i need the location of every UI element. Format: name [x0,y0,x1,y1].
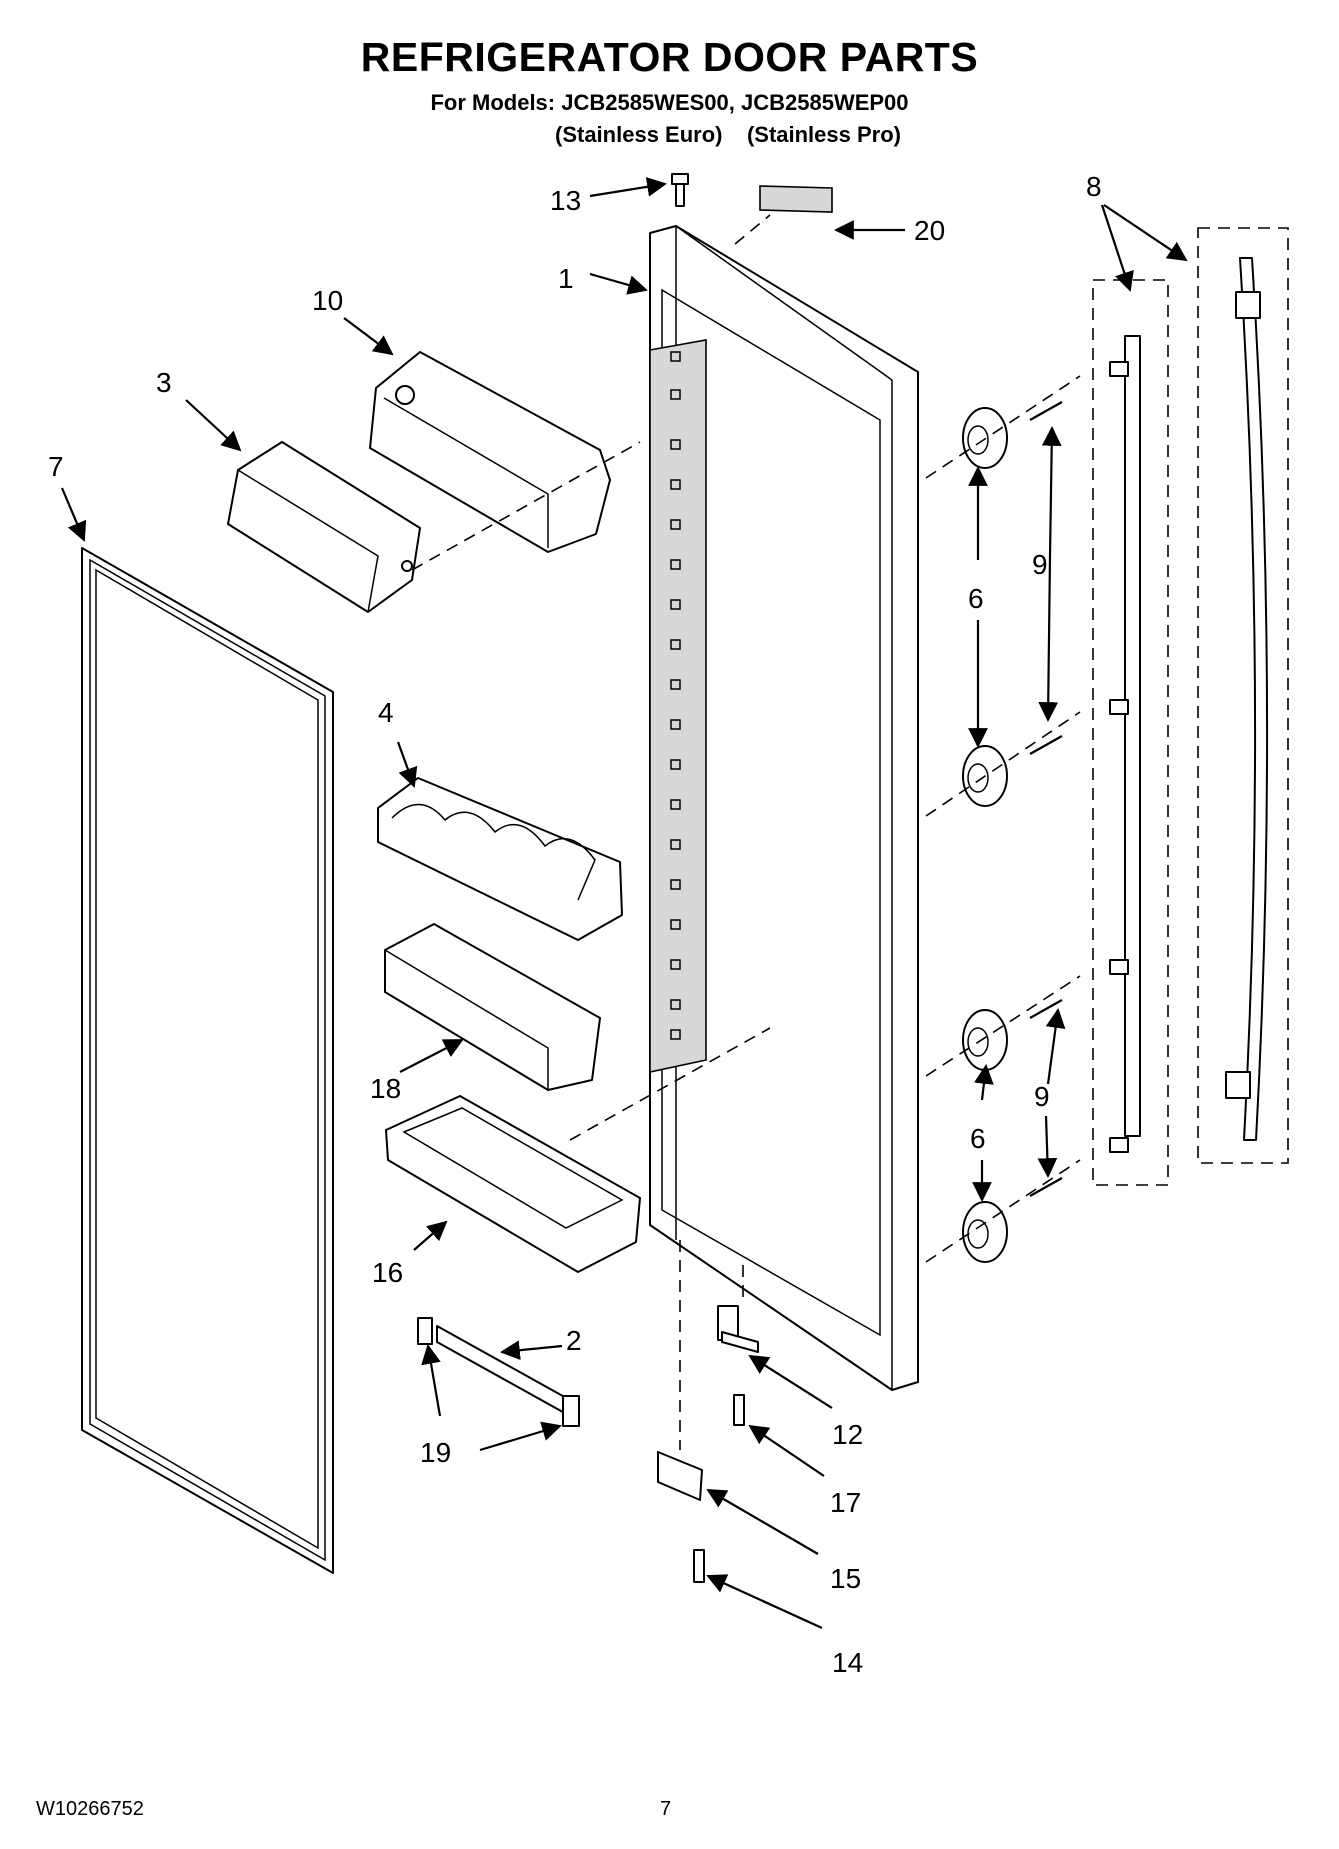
callout-labels: 13 20 1 10 3 7 8 9 6 4 18 9 6 16 2 19 12… [48,171,1102,1678]
dairy-bin-housing-part [369,351,611,553]
variants-line: (Stainless Euro) (Stainless Pro) [555,122,901,148]
callout-1: 1 [558,263,574,294]
door-gasket-part [81,547,334,1574]
page-number: 7 [660,1798,672,1820]
callout-8: 8 [1086,171,1102,202]
gallon-bin-part [385,1095,641,1273]
callout-4: 4 [378,697,394,728]
gallon-bin-leader [569,1027,771,1141]
callout-16: 16 [372,1257,403,1288]
callout-13: 13 [550,185,581,216]
euro-handle-part [1092,279,1169,1186]
callout-9-upper: 9 [1032,549,1048,580]
handle-screw-parts [1029,401,1063,1197]
callout-19: 19 [420,1437,451,1468]
handle-leaders [925,375,1081,1263]
trim-strip-part [417,1317,580,1427]
callout-9-lower: 9 [1034,1081,1050,1112]
top-hinge-pin-part [671,173,689,207]
callout-6-upper: 6 [968,583,984,614]
shelf-slots [670,351,681,1040]
dairy-door-part [227,441,421,613]
callout-18: 18 [370,1073,401,1104]
pro-handle-part [1197,227,1289,1164]
callout-15: 15 [830,1563,861,1594]
models-line: For Models: JCB2585WES00, JCB2585WEP00 [430,90,909,115]
dairy-door-leader [411,441,641,571]
label-leader [734,214,771,245]
callout-2: 2 [566,1325,582,1356]
door-liner-part [649,225,919,1391]
callout-6-lower: 6 [970,1123,986,1154]
callout-7: 7 [48,451,64,482]
callout-arrows [60,177,1188,1630]
callout-20: 20 [914,215,945,246]
callout-10: 10 [312,285,343,316]
variant-euro: (Stainless Euro) [555,122,723,147]
document-number: W10266752 [36,1798,144,1820]
callout-14: 14 [832,1647,863,1678]
top-label-part [759,185,833,213]
handle-standoff-parts [962,407,1008,1263]
egg-bin-part [377,777,623,941]
bottom-hinge-parts [657,1240,759,1583]
callout-3: 3 [156,367,172,398]
callout-12: 12 [832,1419,863,1450]
callout-17: 17 [830,1487,861,1518]
page-title: REFRIGERATOR DOOR PARTS [360,34,979,80]
variant-pro: (Stainless Pro) [746,122,901,147]
door-bin-part [384,923,601,1091]
